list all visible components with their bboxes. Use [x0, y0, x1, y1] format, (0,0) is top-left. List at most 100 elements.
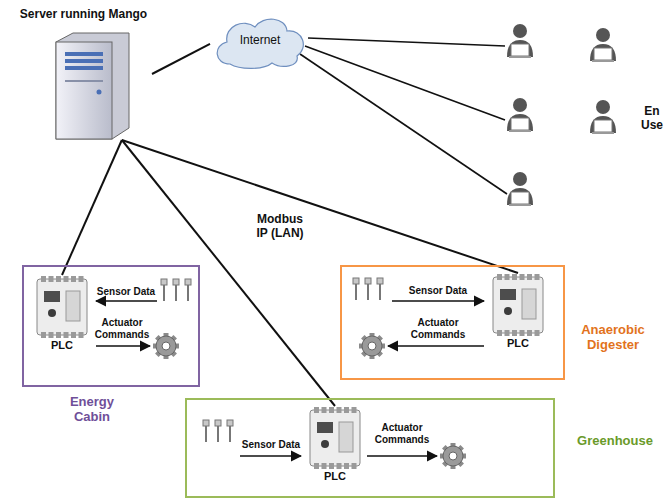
plc-terminal: [352, 463, 357, 469]
plc-node: PLC: [488, 273, 548, 357]
gear-hub: [449, 452, 457, 460]
sensor-head: [185, 279, 191, 285]
sensor-probe: [217, 426, 219, 442]
user-body: [590, 44, 616, 61]
plc-terminal: [520, 274, 525, 280]
plc-terminal: [314, 407, 319, 413]
network-link: [62, 140, 122, 275]
server-front: [56, 42, 112, 139]
network-link: [122, 140, 335, 406]
annotation-label: Actuator Commands: [91, 317, 153, 340]
sensor-head: [227, 420, 233, 426]
plc-terminal: [337, 463, 342, 469]
annotation-label: Actuator Commands: [367, 422, 437, 445]
sensor-probe: [367, 284, 369, 300]
sensor-probe: [355, 284, 357, 300]
drive-slot: [65, 66, 103, 70]
sensor-head: [161, 279, 167, 285]
annotation-label: Modbus IP (LAN): [255, 213, 305, 241]
annotation-label: Actuator Commands: [403, 317, 473, 340]
laptop: [511, 118, 529, 130]
gear-hub: [162, 342, 170, 350]
plc-terminal: [497, 274, 502, 280]
sensor-probe: [205, 426, 207, 442]
laptop-base: [509, 56, 531, 58]
plc-terminal: [505, 330, 510, 336]
plc-module: [339, 422, 353, 452]
plc-terminal: [64, 276, 69, 282]
plc-terminal: [337, 407, 342, 413]
annotation-label: Sensor Data: [409, 285, 467, 297]
sensor-head: [203, 420, 209, 426]
plc-knob: [504, 307, 512, 315]
internet-link: [305, 46, 505, 120]
plc-terminal: [527, 330, 532, 336]
plc-terminal: [56, 332, 61, 338]
signal-arrow: [367, 455, 437, 457]
laptop: [511, 192, 529, 204]
user-body: [507, 40, 533, 57]
plc-terminal: [512, 330, 517, 336]
plc-icon: [309, 406, 361, 470]
laptop-base: [509, 204, 531, 206]
user-body: [507, 114, 533, 131]
internet-link: [300, 54, 507, 194]
plc-terminal: [527, 274, 532, 280]
network-link: [122, 140, 518, 273]
actuator-gear: [153, 333, 179, 359]
user-head: [513, 172, 527, 186]
server-icon: [55, 32, 130, 140]
laptop-base: [592, 60, 614, 62]
plc-terminal: [329, 407, 334, 413]
plc-terminal: [49, 332, 54, 338]
sensor-head: [173, 279, 179, 285]
cloud-label: Internet: [240, 34, 281, 48]
drive-slot: [65, 52, 103, 56]
plc-terminal: [344, 463, 349, 469]
plc-terminal: [322, 407, 327, 413]
site-name: Anaerobic Digester: [572, 323, 654, 353]
power-light: [97, 90, 102, 95]
plc-body: [493, 277, 543, 333]
sensor-head: [365, 278, 371, 284]
user-head: [513, 24, 527, 38]
user-body: [507, 188, 533, 205]
server-case: [56, 33, 129, 139]
laptop-base: [592, 132, 614, 134]
gear-hub: [368, 342, 376, 350]
plc-terminal: [56, 276, 61, 282]
sensor-probe: [379, 284, 381, 300]
plc-terminal: [520, 330, 525, 336]
user-icon: [507, 98, 533, 132]
plc-terminal: [344, 407, 349, 413]
internet-cloud: Internet: [210, 12, 310, 70]
laptop: [594, 48, 612, 60]
plc-label: PLC: [32, 339, 92, 352]
site-name: Greenhouse: [572, 434, 658, 449]
user-icon: [590, 100, 616, 134]
sensor-icon: [203, 420, 233, 442]
signal-arrow: [96, 345, 150, 347]
laptop-base: [509, 130, 531, 132]
plc-terminal: [41, 332, 46, 338]
server-node: Server running Mango: [15, 8, 152, 140]
plc-display: [500, 289, 516, 300]
sensor-head: [353, 278, 359, 284]
gear-body: [362, 336, 382, 356]
plc-terminal: [49, 276, 54, 282]
plc-terminal: [71, 276, 76, 282]
plc-terminal: [64, 332, 69, 338]
plc-terminal: [352, 407, 357, 413]
plc-terminal: [79, 276, 84, 282]
plc-terminal: [512, 274, 517, 280]
plc-knob: [48, 309, 56, 317]
sensor-probe: [175, 285, 177, 301]
network-link: [152, 44, 210, 74]
annotation-label: Sensor Data: [97, 286, 155, 298]
signal-arrow: [240, 455, 301, 457]
signal-arrow: [96, 300, 157, 302]
sensor-head: [377, 278, 383, 284]
plc-icon: [36, 275, 88, 339]
gear-body: [443, 446, 463, 466]
plc-label: PLC: [488, 337, 548, 350]
